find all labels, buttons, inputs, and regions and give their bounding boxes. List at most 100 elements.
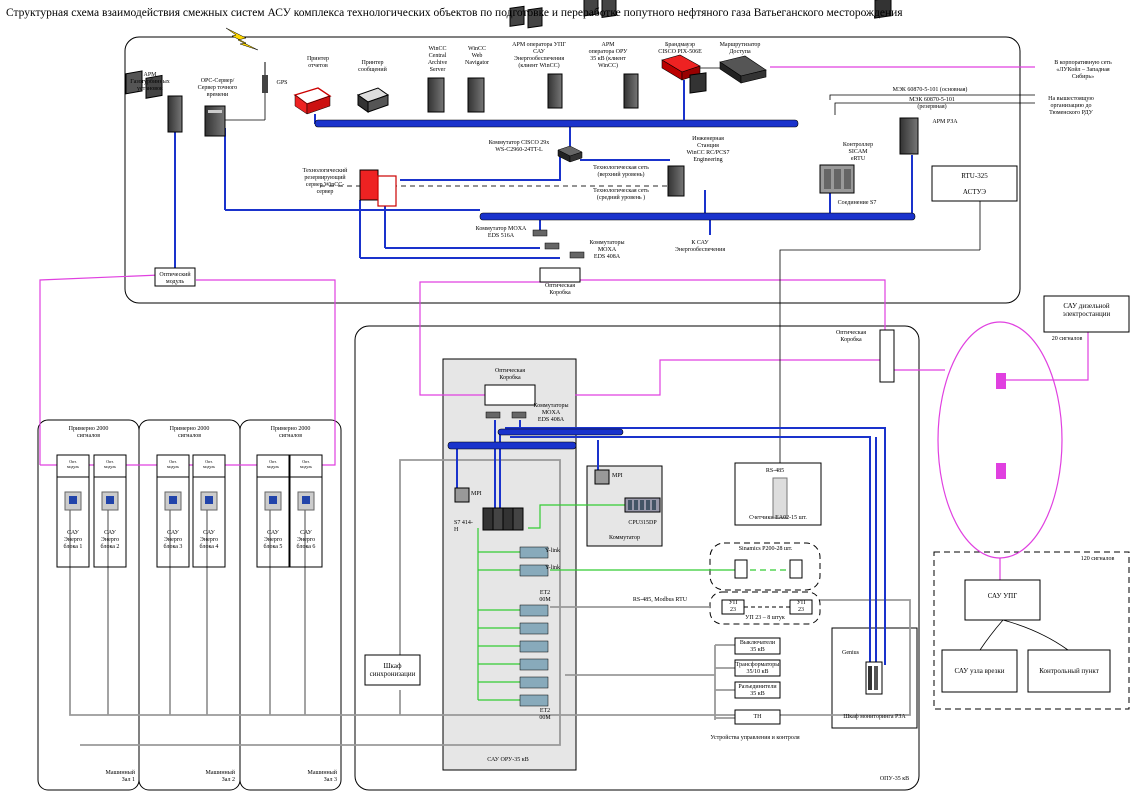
s7-414-label: S7 414- H — [454, 520, 473, 533]
gps-antenna-icon — [262, 62, 268, 93]
engineering-station-label: Инженерная Станция WinCC RC/PCS7 Enginee… — [686, 136, 730, 163]
to-rdu-label: На вышестоящую организацию до Тюменского… — [1048, 96, 1094, 116]
hall-3-signals: Примерно 2000 сигналов — [270, 426, 311, 439]
rtu-label: RTU-325 — [961, 172, 988, 180]
up23-frame — [709, 591, 821, 625]
signals-20-label: 20 сигналов — [1051, 336, 1083, 342]
reserve-server-icon — [359, 169, 397, 207]
wincc-archive-server-icon — [427, 77, 445, 113]
to-sau-energy-label: К САУ Энергообеспечения — [674, 240, 726, 253]
hall-units — [56, 454, 323, 568]
printer-reports-icon — [293, 87, 332, 115]
optical-box-top — [539, 267, 581, 283]
printer-reports-label: Принтер отчетов — [306, 56, 330, 69]
router-icon — [719, 55, 767, 84]
ylink-2-label: Y-link — [545, 565, 560, 571]
sync-cabinet-box — [364, 654, 421, 686]
hall-2-module-b: Опт. модуль — [202, 459, 216, 469]
sau-oru-label: САУ ОРУ-35 кВ — [487, 757, 529, 763]
hall-1-sau-a: САУ Энерго блока 1 — [63, 530, 83, 550]
hall-1-name: Машинный Зал 1 — [105, 770, 136, 783]
opc-server-icon — [204, 105, 226, 137]
oru-frame — [354, 325, 920, 791]
rs485-label: RS-485 — [765, 468, 785, 474]
up23-a-label: УП 23 — [728, 600, 738, 613]
switchboard-label: Коммутатор — [609, 535, 640, 541]
hall-1-sau-b: САУ Энерго блока 2 — [100, 530, 120, 550]
wincc-web-label: WinCC Web Navigator — [465, 46, 489, 66]
sicam-label: Контроллер SICAM eRTU — [842, 142, 874, 162]
optical-box-oru-label: Оптическая Коробка — [494, 368, 526, 381]
modbus-label: RS-485, Modbus RTU — [632, 597, 688, 603]
arm-gas-label: АРМ Газотурбинных установок — [130, 72, 170, 92]
arm-rza-label: АРМ РЗА — [932, 119, 958, 125]
arm-upg-pc-icon — [509, 5, 563, 109]
hall-2-name: Машинный Зал 2 — [205, 770, 236, 783]
bus-oru-1 — [447, 441, 577, 450]
moxa-switches-icon — [532, 229, 585, 259]
optical-module-label: Оптический модуль — [159, 272, 191, 285]
lightning-icon — [225, 27, 259, 51]
rtu-box — [931, 165, 1018, 202]
mpi-right-label: MPI — [612, 473, 623, 479]
moxa-408-top-label: Коммутаторы MOXA EDS 408A — [589, 240, 625, 260]
sau-diesel-label: САУ дизельной электростанции — [1062, 302, 1111, 318]
mpi-right-icon — [594, 469, 610, 485]
iec-main-label: МЭК 60870-5-101 (основная) — [892, 87, 968, 93]
upg-frame — [933, 551, 1130, 710]
devices-label: Устройства управления и контроля — [710, 735, 800, 741]
breakers-label: Выключатели 35 кВ — [739, 640, 776, 653]
sau-upg-box — [964, 579, 1041, 621]
bus-oru-2 — [497, 428, 624, 436]
green-lines — [477, 504, 790, 701]
bus-top — [314, 119, 799, 128]
control-point-box — [1027, 649, 1111, 693]
up23-b-label: УП 23 — [796, 600, 806, 613]
optical-box-oru — [484, 384, 536, 406]
genius-icon — [865, 661, 883, 695]
optical-module-top — [154, 267, 196, 287]
mpi-left-icon — [454, 487, 470, 503]
moxa-oru-icon — [485, 411, 527, 419]
printer-messages-label: Принтер сообщений — [358, 60, 387, 73]
s7-414-icon — [482, 507, 524, 531]
cisco-switch-icon — [557, 145, 583, 163]
gps-label: GPS — [276, 80, 288, 86]
sau-upg-label: САУ УПГ — [987, 592, 1018, 600]
et200m-modules — [519, 546, 549, 707]
hall-3-sau-a: САУ Энерго блока 5 — [263, 530, 283, 550]
hall-3-name: Машинный Зал 3 — [307, 770, 338, 783]
opc-label: OPC-Сервер/ Сервер точного времени — [197, 78, 238, 98]
arm-rza-pc-icon — [874, 0, 919, 155]
sinamics-frame — [709, 542, 821, 591]
engineering-station-icon — [667, 72, 707, 197]
sicam-controller-icon — [819, 164, 855, 194]
hall-3-module-a: Опт. модуль — [266, 459, 280, 469]
hall-1-module-a: Опт. модуль — [66, 459, 80, 469]
rza-cabinet-label: Шкаф мониторинга РЗА — [843, 714, 906, 720]
cpu-label: CPU315DP — [628, 520, 657, 526]
hall-1-module-b: Опт. модуль — [103, 459, 117, 469]
iec-reserve-label: МЭК 60870-5-101 (резервная) — [909, 97, 955, 110]
signals-120-label: 120 сигналов — [1080, 556, 1115, 562]
oru-label: ОПУ-35 кВ — [879, 776, 910, 782]
reserve-server-label: Технологический резервирующий сервер Win… — [302, 168, 348, 195]
tech-net-top-label: Технологическая сеть (верхний уровень) — [593, 165, 649, 178]
hall-2-sau-a: САУ Энерго блока 3 — [163, 530, 183, 550]
arm-upg-label: АРМ оператора УПГ САУ Энергообеспечения … — [512, 42, 566, 69]
transformers-box — [734, 659, 781, 677]
s7-connection-label: Соединение S7 — [837, 200, 877, 206]
tn-label: ТН — [753, 714, 762, 720]
et200m-top-label: ET2 00M — [539, 590, 551, 603]
arm-oru-pc-icon — [583, 0, 639, 109]
wincc-archive-label: WinCC Central Archive Server — [427, 46, 448, 73]
gray-bus-lines — [69, 459, 911, 746]
sinamics-label: Sinamics P200-28 шт. — [738, 546, 793, 552]
hall-1-signals: Примерно 2000 сигналов — [68, 426, 109, 439]
cpu315-icon — [624, 497, 661, 513]
arm-gas-pc-icon — [125, 70, 183, 133]
hall-3-sau-b: САУ Энерго блока 6 — [296, 530, 316, 550]
moxa-oru-label: Коммутаторы MOXA EDS 408A — [533, 403, 569, 423]
printer-messages-icon — [356, 87, 390, 113]
